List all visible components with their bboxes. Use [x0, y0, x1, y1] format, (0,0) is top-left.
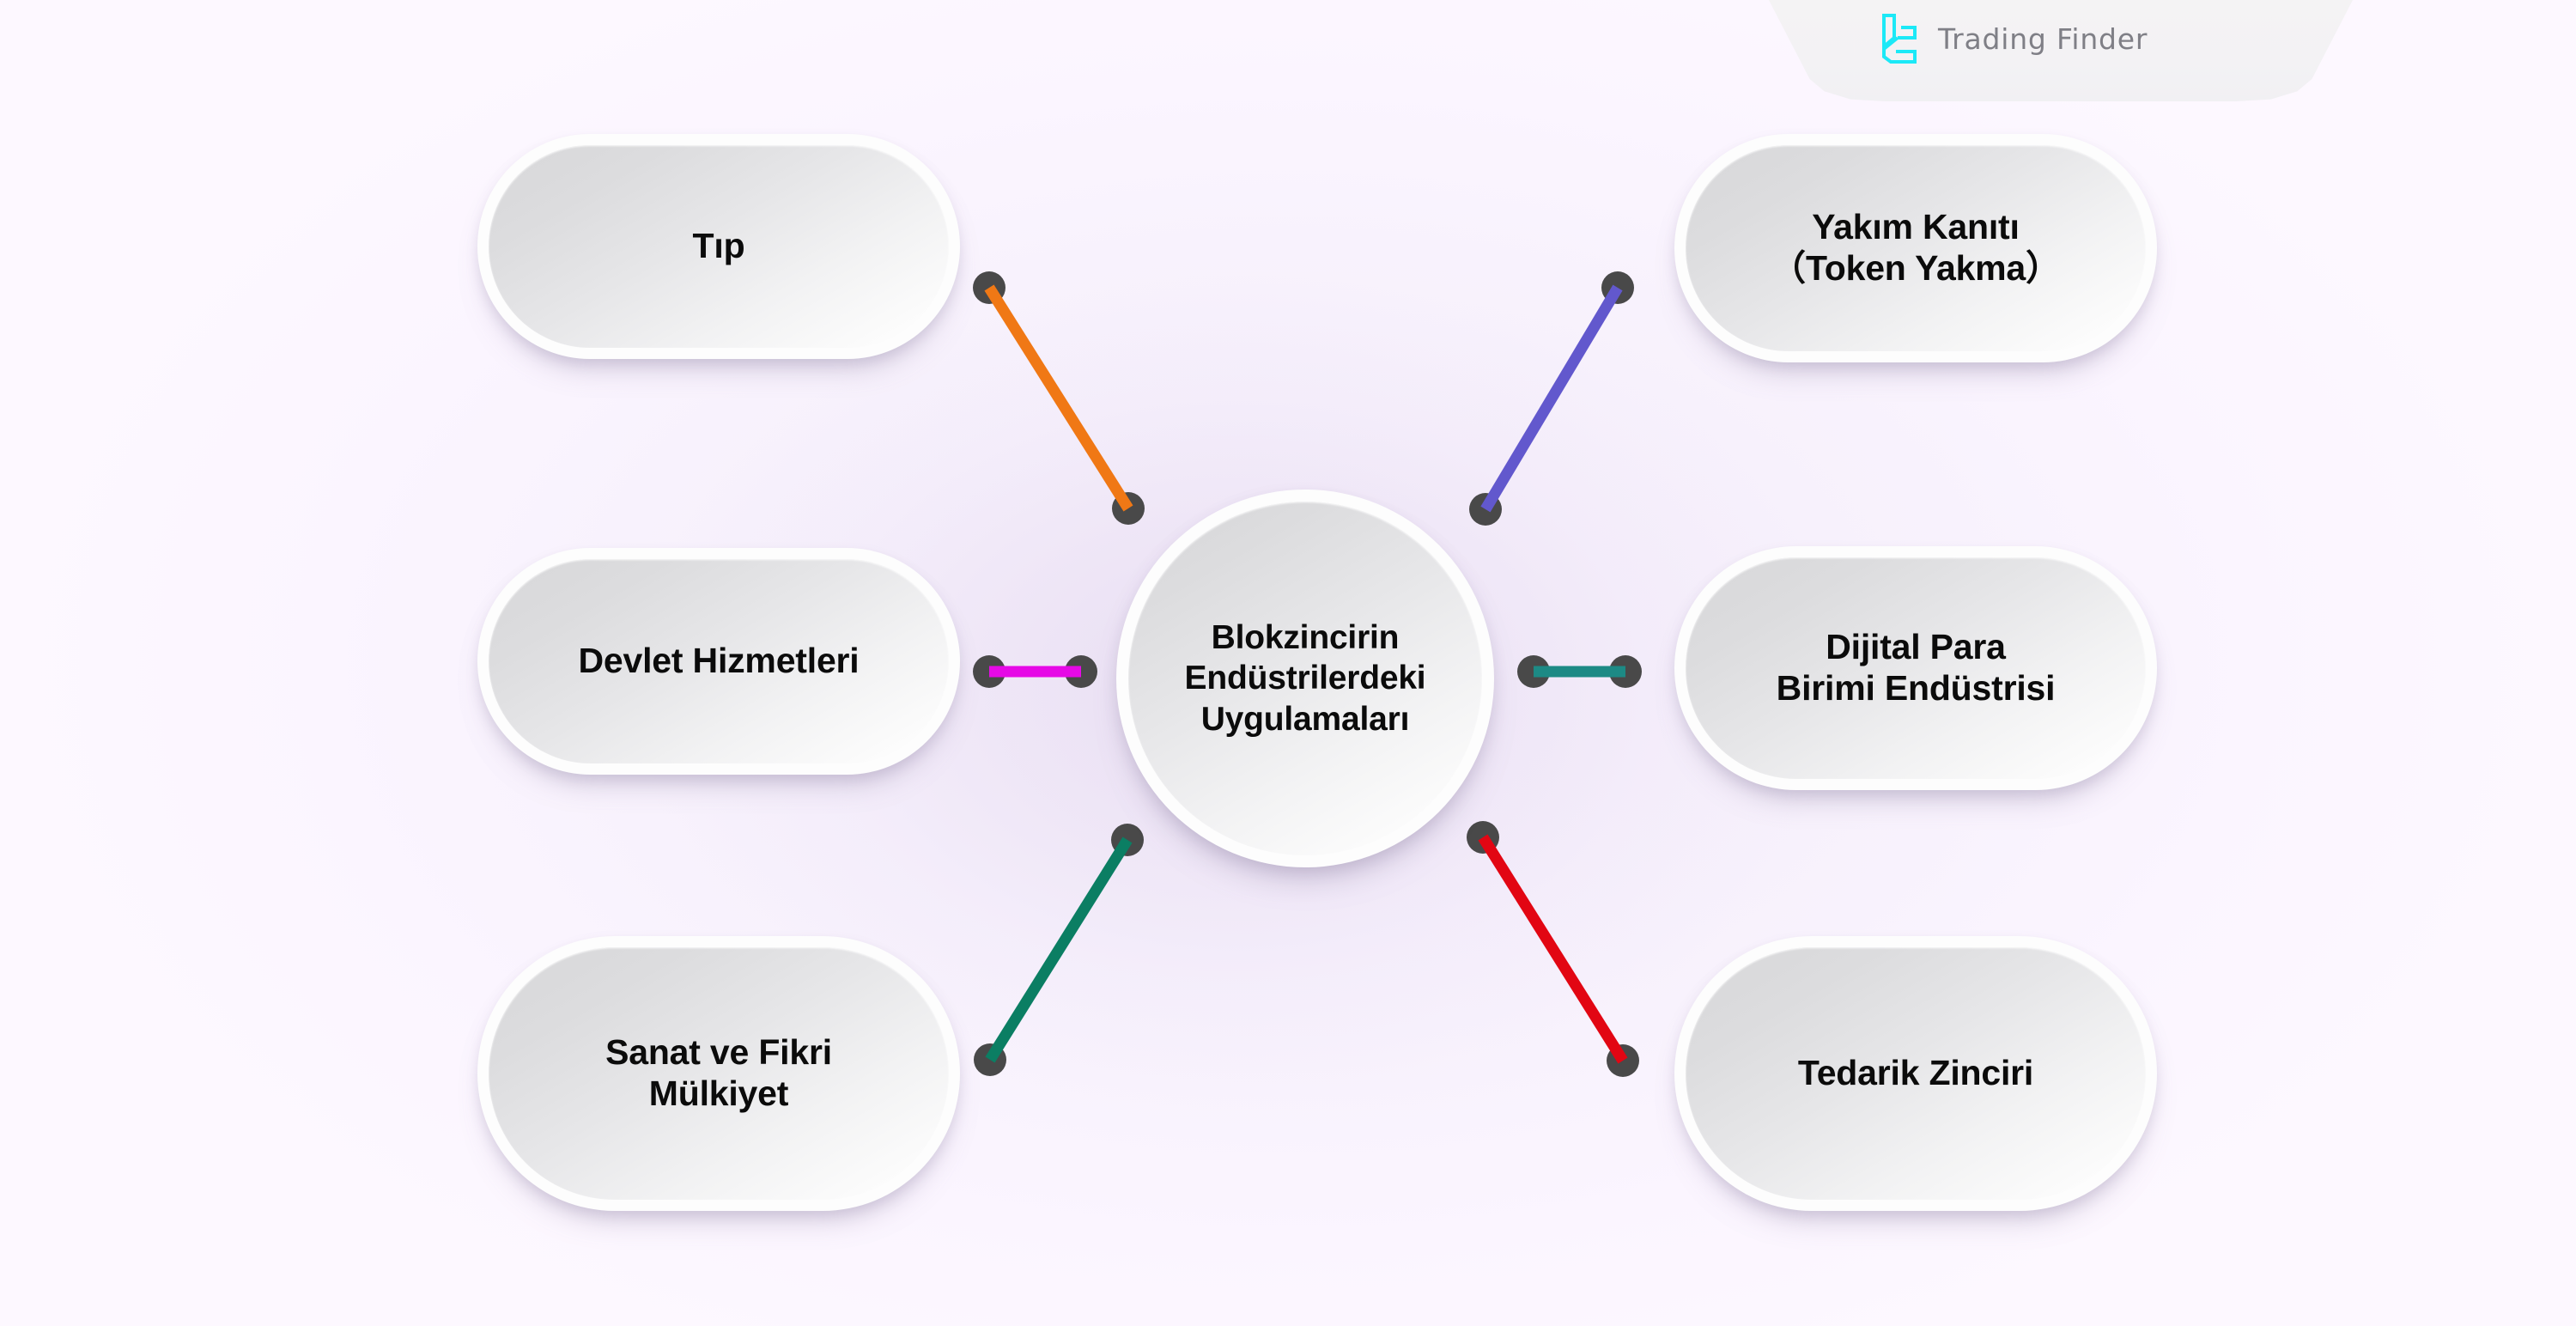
node-dijital-para-birimi-endustrisi-surface: Dijital Para Birimi Endüstrisi	[1686, 557, 2146, 779]
link-burn-line	[1480, 284, 1623, 513]
link-gov	[973, 655, 1097, 688]
link-supply-line	[1478, 834, 1628, 1064]
node-yakim-kaniti[interactable]: Yakım Kanıtı （Token Yakma）	[1674, 134, 2157, 362]
link-art-dot-end	[1111, 824, 1144, 856]
node-tedarik-zinciri-label: Tedarik Zinciri	[1797, 1053, 2034, 1093]
link-burn-dot-start	[1469, 493, 1502, 526]
node-tip[interactable]: Tıp	[477, 134, 960, 359]
node-dijital-para-birimi-endustrisi[interactable]: Dijital Para Birimi Endüstrisi	[1674, 546, 2157, 790]
node-yakim-kaniti-surface: Yakım Kanıtı （Token Yakma）	[1686, 145, 2146, 351]
link-burn-dot-end	[1601, 271, 1634, 304]
link-gov-dot-start	[973, 655, 1005, 688]
brand-logo[interactable]: Trading Finder	[1879, 12, 2148, 65]
node-devlet-hizmetleri-surface: Devlet Hizmetleri	[489, 559, 949, 763]
node-center-surface: Blokzincirin Endüstrilerdeki Uygulamalar…	[1128, 502, 1482, 855]
link-tip	[973, 271, 1145, 525]
link-digital-dot-end	[1609, 655, 1642, 688]
node-devlet-hizmetleri-label: Devlet Hizmetleri	[578, 641, 860, 681]
link-tip-line	[984, 284, 1133, 512]
node-devlet-hizmetleri[interactable]: Devlet Hizmetleri	[477, 548, 960, 775]
node-sanat-ve-fikri-mulkiyet-label: Sanat ve Fikri Mülkiyet	[605, 1032, 832, 1113]
link-art	[974, 824, 1144, 1076]
node-center-blokzincirin-uygulamalari[interactable]: Blokzincirin Endüstrilerdeki Uygulamalar…	[1116, 490, 1494, 867]
link-art-dot-start	[974, 1043, 1006, 1076]
brand-panel	[1769, 0, 2353, 101]
link-tip-dot-start	[973, 271, 1005, 304]
link-tip-dot-end	[1112, 492, 1145, 525]
brand-wordmark: Trading Finder	[1938, 21, 2148, 56]
link-digital	[1517, 655, 1642, 688]
node-tedarik-zinciri-surface: Tedarik Zinciri	[1686, 947, 2146, 1200]
node-sanat-ve-fikri-mulkiyet-surface: Sanat ve Fikri Mülkiyet	[489, 947, 949, 1200]
link-supply-dot-start	[1467, 821, 1499, 854]
trading-finder-logo-icon	[1882, 14, 1917, 64]
link-supply-dot-end	[1607, 1044, 1639, 1077]
node-dijital-para-birimi-endustrisi-label: Dijital Para Birimi Endüstrisi	[1776, 627, 2056, 708]
node-center-label: Blokzincirin Endüstrilerdeki Uygulamalar…	[1184, 618, 1426, 738]
node-tip-label: Tıp	[692, 226, 745, 266]
node-sanat-ve-fikri-mulkiyet[interactable]: Sanat ve Fikri Mülkiyet	[477, 936, 960, 1211]
node-tip-surface: Tıp	[489, 145, 949, 348]
link-gov-dot-end	[1065, 655, 1097, 688]
link-supply	[1467, 821, 1639, 1077]
link-art-line	[985, 836, 1133, 1063]
link-digital-dot-start	[1517, 655, 1550, 688]
link-burn	[1469, 271, 1634, 526]
node-yakim-kaniti-label: Yakım Kanıtı （Token Yakma）	[1771, 207, 2061, 288]
node-tedarik-zinciri[interactable]: Tedarik Zinciri	[1674, 936, 2157, 1211]
